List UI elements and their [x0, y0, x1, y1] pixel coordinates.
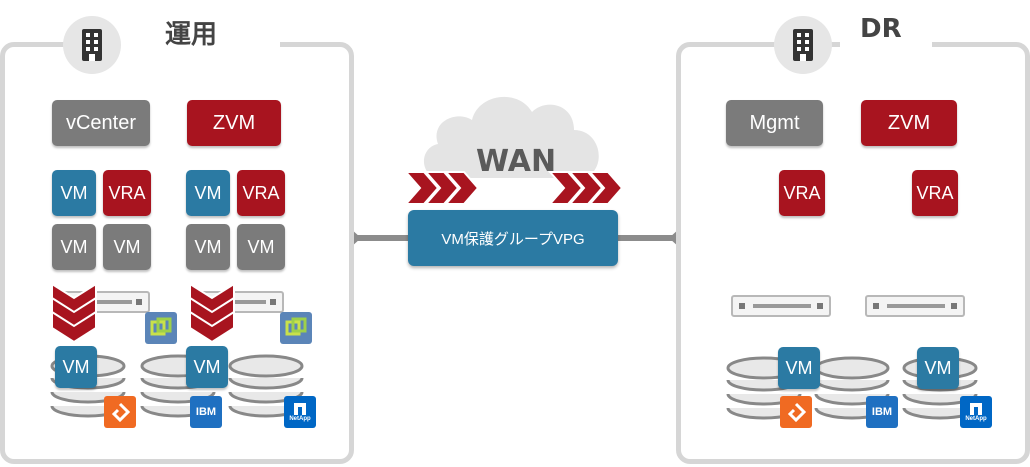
vm-box: VM — [186, 224, 230, 270]
dr-site-label: DR — [860, 14, 902, 44]
server-icon — [865, 295, 965, 317]
cloud-icon — [423, 96, 599, 178]
vmware-logo-icon — [145, 312, 177, 344]
pure-storage-logo-icon — [104, 396, 136, 428]
vm-box: VM — [778, 347, 820, 389]
vm-box: VM — [186, 346, 228, 388]
right-wan-chevrons-icon — [548, 171, 624, 205]
vpg-box: VM保護グループVPG — [408, 210, 618, 266]
vm-box: VM — [52, 170, 96, 216]
vm-box: VM — [55, 346, 97, 388]
netapp-label: NetApp — [289, 416, 311, 422]
replication-arrow-icon — [51, 282, 97, 344]
building-icon — [63, 16, 121, 74]
vra-box: VRA — [237, 170, 285, 216]
vra-box: VRA — [779, 170, 825, 216]
vm-box: VM — [52, 224, 96, 270]
building-icon — [774, 16, 832, 74]
replication-arrow-icon — [189, 282, 235, 344]
vm-box: VM — [186, 170, 230, 216]
zvm-box: ZVM — [861, 100, 957, 146]
vm-box: VM — [917, 347, 959, 389]
vm-box: VM — [237, 224, 285, 270]
left-wan-chevrons-icon — [404, 171, 480, 205]
netapp-label: NetApp — [965, 416, 987, 422]
netapp-logo-icon: NetApp — [284, 396, 316, 428]
vmware-logo-icon — [280, 312, 312, 344]
vra-box: VRA — [103, 170, 151, 216]
pure-storage-logo-icon — [780, 396, 812, 428]
netapp-logo-icon: NetApp — [960, 396, 992, 428]
mgmt-box: Mgmt — [726, 100, 823, 146]
production-site-label: 運用 — [165, 20, 218, 50]
vcenter-box: vCenter — [52, 100, 150, 146]
ibm-logo-icon: IBM — [190, 396, 222, 428]
ibm-logo-icon: IBM — [866, 396, 898, 428]
wan-label: WAN — [476, 144, 557, 179]
server-icon — [731, 295, 831, 317]
vm-box: VM — [103, 224, 151, 270]
zvm-box: ZVM — [187, 100, 281, 146]
vra-box: VRA — [912, 170, 958, 216]
